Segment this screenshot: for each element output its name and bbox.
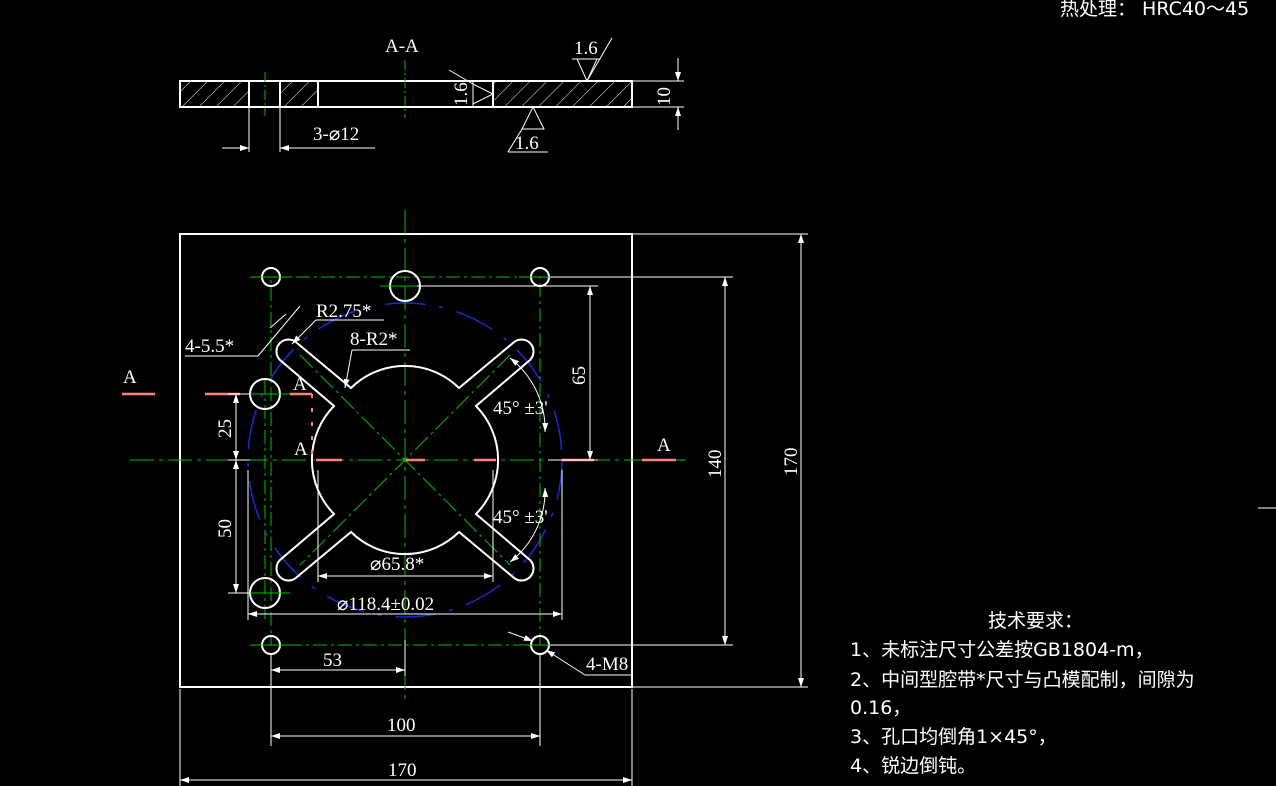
- dim-170-width: 170: [388, 760, 417, 781]
- tech-req-line-2: 2、中间型腔带*尺寸与凸模配制，间隙为: [850, 669, 1195, 691]
- section-view: A-A 3-⌀12 10 1.6 1.6: [179, 36, 684, 154]
- plan-view: A A A A R2.75* 4-5.5* 8-R2* 65 45° ±3' 4…: [122, 210, 1276, 786]
- roughness-side: 1.6: [451, 82, 472, 106]
- heat-treatment-note: 热处理： HRC40～45: [1060, 0, 1249, 20]
- dim-25: 25: [215, 419, 236, 438]
- tech-req-line-2b: 0.16，: [850, 697, 911, 719]
- cut-label-right: A: [657, 435, 671, 456]
- tech-req-title: 技术要求：: [988, 610, 1083, 632]
- tech-req-line-1: 1、未标注尺寸公差按GB1804-m，: [850, 639, 1154, 661]
- dim-50: 50: [215, 519, 236, 538]
- roughness-symbol-side: [472, 83, 495, 105]
- hatch-middle: [280, 81, 318, 107]
- roughness-symbol-bottom: [521, 105, 545, 130]
- hatch-left: [181, 81, 249, 107]
- angle-bottom: 45° ±3': [493, 507, 548, 528]
- cut-label-inner-bottom: A: [294, 439, 308, 460]
- dim-r275: R2.75*: [316, 301, 371, 322]
- cut-label-inner-top: A: [293, 374, 307, 395]
- dim-100: 100: [387, 715, 416, 736]
- hatch-right: [493, 81, 631, 107]
- dim-170-height: 170: [781, 448, 802, 477]
- section-outline: [179, 80, 633, 108]
- tech-req-line-4: 4、锐边倒钝。: [850, 755, 976, 777]
- hole-note: 3-⌀12: [313, 124, 359, 145]
- cut-label-left: A: [123, 367, 137, 388]
- dim-658: ⌀65.8*: [370, 554, 424, 575]
- roughness-top: 1.6: [574, 38, 598, 59]
- dim-65: 65: [569, 366, 590, 385]
- cavity-outline: [275, 338, 535, 582]
- section-title: A-A: [385, 36, 419, 57]
- dim-8-r2: 8-R2*: [350, 329, 398, 350]
- roughness-symbol-top: [576, 58, 598, 83]
- dim-4-m8: 4-M8: [586, 654, 628, 675]
- dim-1184: ⌀118.4±0.02: [337, 594, 434, 615]
- tech-req-line-3: 3、孔口均倒角1×45°，: [850, 726, 1057, 748]
- roughness-bottom: 1.6: [515, 133, 539, 154]
- dim-53: 53: [323, 650, 342, 671]
- dim-4-55: 4-5.5*: [185, 336, 234, 357]
- dim-140: 140: [705, 450, 726, 479]
- technical-requirements: 技术要求： 1、未标注尺寸公差按GB1804-m， 2、中间型腔带*尺寸与凸模配…: [850, 610, 1195, 777]
- angle-top: 45° ±3': [493, 398, 548, 419]
- thickness-dim: 10: [654, 87, 675, 106]
